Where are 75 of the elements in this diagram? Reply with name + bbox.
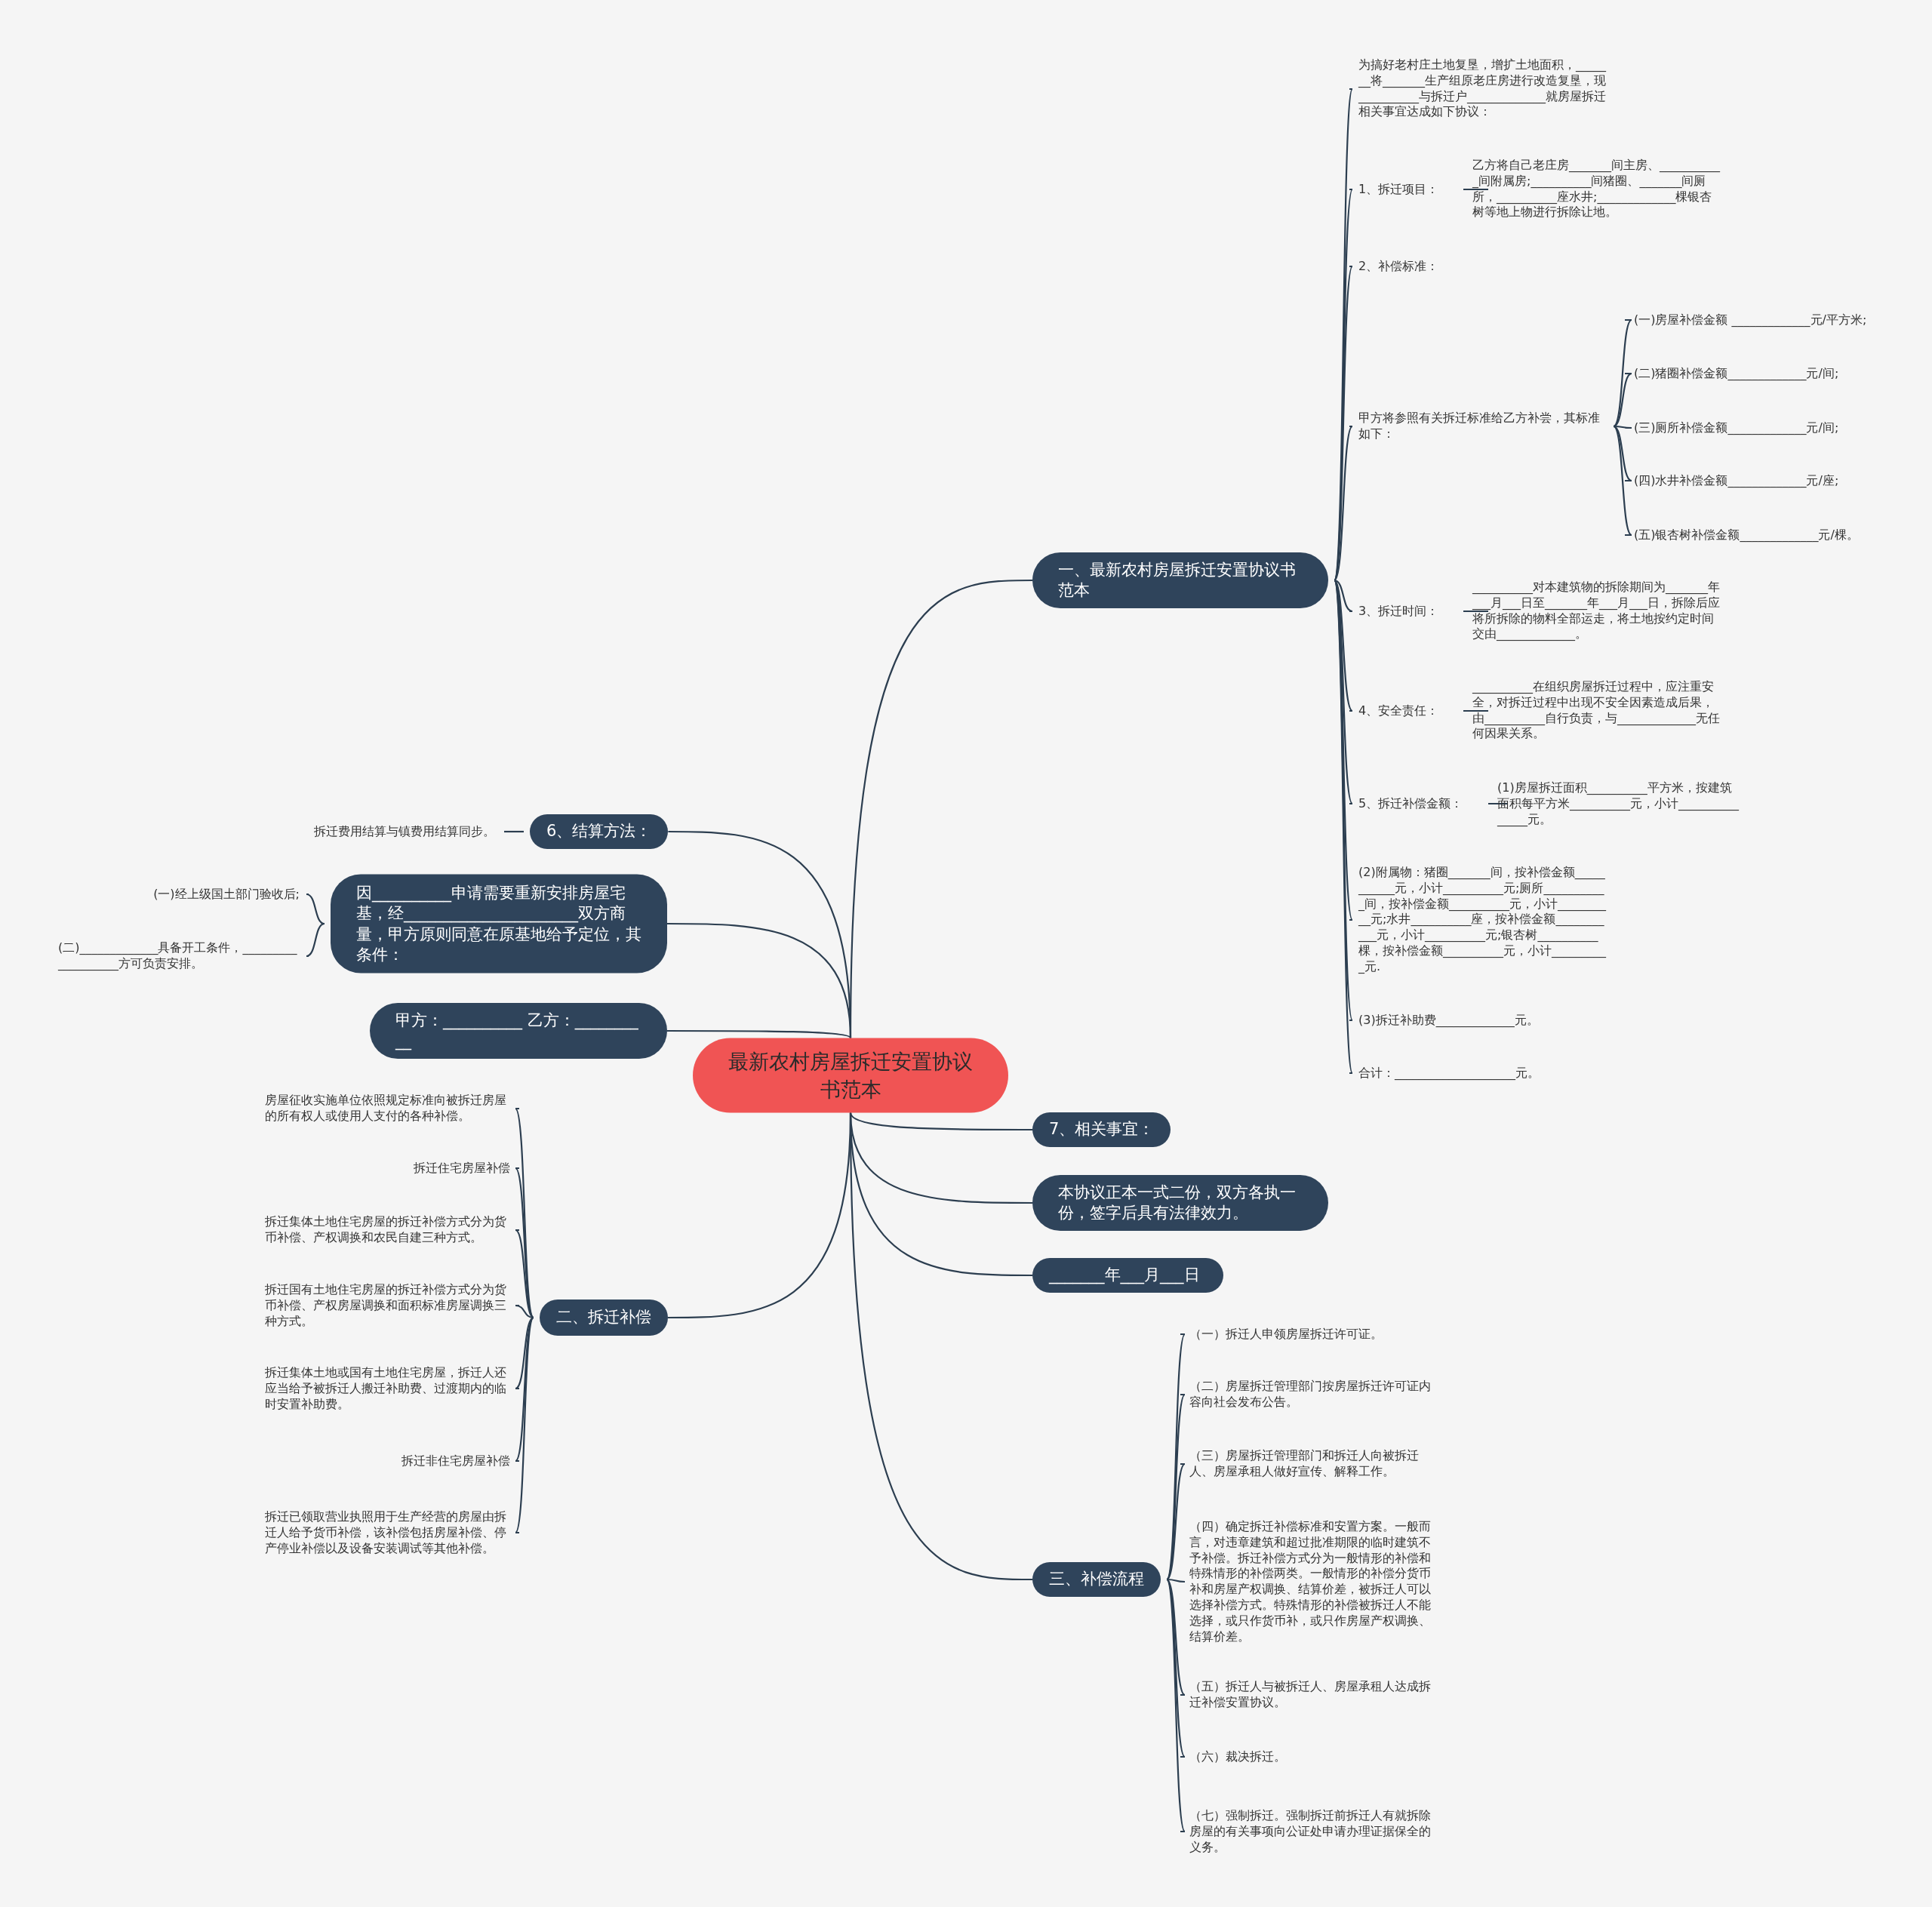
- topic-text: 拆迁集体土地住宅房屋的拆迁补偿方式分为货币补偿、产权调换和农民自建三种方式。: [265, 1214, 510, 1246]
- topic-text: (四)水井补偿金额_____________元/座;: [1634, 472, 1928, 489]
- connector-line: [305, 893, 325, 925]
- topic-text: 合计：____________________元。: [1358, 1065, 1607, 1081]
- connector-line: [1614, 425, 1633, 429]
- connector-line: [514, 1317, 534, 1390]
- connector-line: [1166, 1393, 1186, 1580]
- topic-text: (3)拆迁补助费_____________元。: [1358, 1012, 1607, 1029]
- connector-line: [1334, 580, 1354, 805]
- connector-line: [1463, 709, 1490, 712]
- topic-text: （一）拆迁人申领房屋拆迁许可证。: [1189, 1326, 1438, 1343]
- topic-text: （七）强制拆迁。强制拆迁前拆迁人有就拆除房屋的有关事项向公证处申请办理证据保全的义务。: [1189, 1807, 1438, 1856]
- topic-text: 4、安全责任：: [1358, 703, 1464, 719]
- topic-text: 拆迁费用结算与镇费用结算同步。: [314, 823, 495, 840]
- topic-box: 6、结算方法：: [530, 814, 669, 849]
- topic-text: 2、补偿标准：: [1358, 258, 1472, 275]
- connector-line: [1463, 610, 1490, 613]
- topic-box: 本协议正本一式二份，双方各执一份，签字后具有法律效力。: [1032, 1175, 1328, 1231]
- topic-text: (三)厕所补偿金额_____________元/间;: [1634, 420, 1928, 436]
- topic-text: 拆迁已领取营业执照用于生产经营的房屋由拆迁人给予货币补偿，该补偿包括房屋补偿、停产停业补偿以及设备安装调试等其他补偿。: [265, 1509, 510, 1557]
- topic-text: __________在组织房屋拆迁过程中，应注重安全，对拆迁过程中出现不安全因素造成后果，由__________自行负责，与_____________无任何因果关系。: [1472, 679, 1721, 743]
- connector-line: [514, 1317, 534, 1463]
- topic-text: 甲方将参照有关拆迁标准给乙方补尝，其标准如下：: [1358, 411, 1607, 442]
- topic-text: （四）确定拆迁补偿标准和安置方案。一般而言，对违章建筑和超过批准期限的临时建筑不予补偿。拆迁补偿方式分为一般情形的补偿和特殊情形的补偿两类。一般情形的补偿分货币补和房屋产权调换、结算价差，被拆迁人可以选择补偿方式。特殊情形的补偿被拆迁人不能选择，或只作货币补，或只作房屋产权调换、结算价差。: [1189, 1518, 1438, 1645]
- topic-text: __________对本建筑物的拆除期间为_______年___月___日至_______年___月___日，拆除后应将所拆除的物料全部运走，将土地按约定时间交由_____________。: [1472, 580, 1721, 643]
- topic-text: （六）裁决拆迁。: [1189, 1749, 1438, 1765]
- topic-text: 拆迁非住宅房屋补偿: [401, 1453, 510, 1469]
- connector-line: [849, 1112, 1032, 1581]
- connector-line: [1334, 580, 1354, 712]
- connector-line: [1166, 1579, 1186, 1758]
- connector-line: [850, 1112, 1032, 1131]
- connector-line: [667, 922, 852, 1038]
- connector-line: [305, 922, 325, 958]
- topic-text: (2)附属物：猪圈_______间，按补偿金额___________元，小计__________元;厕所___________间，按补偿金额__________元，小计__________元;水井__________座，按补偿金额___________元，小计__________元;银杏树__________棵，按补偿金额__________元，小计__________元.: [1358, 865, 1607, 975]
- connector-line: [1334, 425, 1354, 581]
- connector-line: [667, 1029, 851, 1039]
- connector-line: [1166, 1463, 1186, 1580]
- connector-line: [514, 1229, 534, 1318]
- topic-text: (二)_____________具备开工条件，___________________方可负责安排。: [58, 940, 300, 972]
- topic-box: 一、最新农村房屋拆迁安置协议书范本: [1032, 552, 1328, 608]
- topic-box: _______年___月___日: [1032, 1258, 1223, 1293]
- topic-text: 拆迁住宅房屋补偿: [414, 1160, 510, 1176]
- connector-line: [1167, 1578, 1186, 1583]
- topic-text: 5、拆迁补偿金额：: [1358, 795, 1483, 812]
- connector-line: [514, 1167, 534, 1318]
- connector-line: [514, 1304, 534, 1319]
- connector-line: [1166, 1579, 1186, 1833]
- connector-line: [504, 830, 524, 833]
- topic-text: (一)经上级国土部门验收后;: [153, 886, 300, 903]
- topic-text: (一)房屋补偿金额 _____________元/平方米;: [1634, 312, 1928, 328]
- topic-text: 1、拆迁项目：: [1358, 181, 1464, 198]
- topic-text: 拆迁国有土地住宅房屋的拆迁补偿方式分为货币补偿、产权房屋调换和面积标准房屋调换三种方式。: [265, 1281, 510, 1330]
- topic-text: 乙方将自己老庄房_______间主房、___________间附属房;__________间猪圈、_______间厕所，__________座水井;_____________棵银杏树等地上物进行拆除让地。: [1472, 158, 1721, 221]
- topic-box: 三、补偿流程: [1032, 1562, 1161, 1597]
- topic-box: 因__________申请需要重新安排房屋宅基，经______________________双方商量，甲方原则同意在原基地给予定位，其条件：: [331, 874, 667, 973]
- central-topic: 最新农村房屋拆迁安置协议书范本: [693, 1038, 1008, 1113]
- connector-line: [1333, 188, 1354, 581]
- topic-text: (二)猪圈补偿金额_____________元/间;: [1634, 365, 1928, 382]
- topic-box: 7、相关事宜：: [1032, 1112, 1171, 1147]
- topic-text: (五)银杏树补偿金额_____________元/棵。: [1634, 527, 1928, 543]
- topic-text: （五）拆迁人与被拆迁人、房屋承租人达成拆迁补偿安置协议。: [1189, 1679, 1438, 1711]
- connector-line: [1334, 579, 1354, 613]
- topic-box: 甲方：__________ 乙方：__________: [370, 1003, 667, 1059]
- topic-text: 房屋征收实施单位依照规定标准向被拆迁房屋的所有权人或使用人支付的各种补偿。: [265, 1093, 510, 1124]
- topic-text: （二）房屋拆迁管理部门按房屋拆迁许可证内容向社会发布公告。: [1189, 1379, 1438, 1410]
- topic-box: 二、拆迁补偿: [540, 1300, 668, 1336]
- topic-text: 为搞好老村庄土地复垦，增扩土地面积，_______将_______生产组原老庄房进行改造复垦，现__________与拆迁户_____________就房屋拆迁相关事宜达成如下协议：: [1358, 57, 1607, 121]
- topic-text: （三）房屋拆迁管理部门和拆迁人向被拆迁人、房屋承租人做好宣传、解释工作。: [1189, 1448, 1438, 1480]
- connector-line: [1613, 372, 1633, 427]
- connector-line: [1463, 188, 1490, 191]
- connector-line: [1166, 1579, 1186, 1696]
- connector-line: [514, 1317, 534, 1534]
- topic-text: 拆迁集体土地或国有土地住宅房屋，拆迁人还应当给予被拆迁人搬迁补助费、过渡期内的临时安置补助费。: [265, 1364, 510, 1413]
- topic-text: 3、拆迁时间：: [1358, 603, 1464, 620]
- connector-line: [1166, 1333, 1186, 1580]
